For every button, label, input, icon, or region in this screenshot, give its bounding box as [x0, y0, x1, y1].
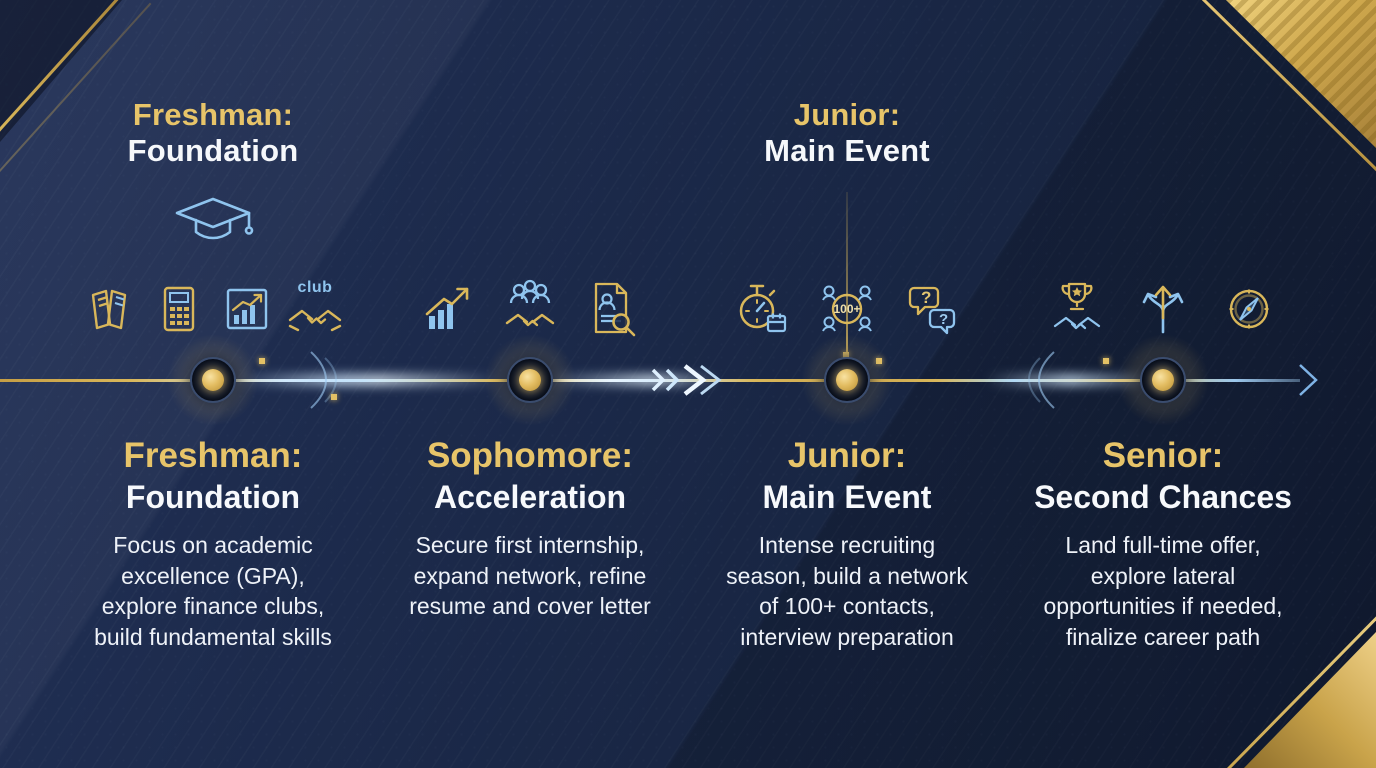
- stage-sophomore: Sophomore: Acceleration Secure first int…: [360, 436, 700, 622]
- timeline-dot: [331, 394, 337, 400]
- stage-description: Focus on academic excellence (GPA), expl…: [94, 532, 332, 651]
- top-label-junior: Junior: Main Event: [687, 97, 1007, 169]
- timeline-node-freshman: [190, 357, 236, 403]
- club-label: club: [297, 278, 333, 296]
- trophy-handshake-icon: [1046, 278, 1108, 340]
- timeline-node-senior: [1140, 357, 1186, 403]
- timeline-node-sophomore: [507, 357, 553, 403]
- stage-subtitle: Second Chances: [1034, 478, 1292, 515]
- graduation-cap-icon: [175, 197, 254, 240]
- club-badge-slot: club: [286, 279, 344, 340]
- club-handshake-icon: [286, 300, 344, 340]
- junior-connector-line: [846, 192, 848, 352]
- calculator-icon: [150, 280, 208, 338]
- node-core: [1152, 369, 1174, 391]
- swoosh-arc-right: [1028, 351, 1055, 409]
- contacts-network-icon: 100+: [816, 278, 878, 340]
- stage-description: Land full-time offer, explore lateral op…: [1043, 532, 1283, 651]
- timeline-dot: [843, 352, 849, 358]
- top-label-freshman: Freshman: Foundation: [53, 97, 373, 169]
- question-mark: ?: [921, 288, 932, 307]
- stage-title: Freshman:: [123, 436, 303, 475]
- resume-search-icon: [581, 278, 643, 340]
- timeline-dot: [876, 358, 882, 364]
- top-label-subtitle: Main Event: [764, 132, 930, 168]
- swoosh-arc-left: [310, 351, 337, 409]
- stage-description: Intense recruiting season, build a netwo…: [726, 532, 968, 651]
- timeline-dot: [1103, 358, 1109, 364]
- career-paths-icon: [1132, 278, 1194, 340]
- contacts-count-label: 100+: [833, 302, 861, 316]
- top-label-subtitle: Foundation: [127, 132, 299, 168]
- node-core: [836, 369, 858, 391]
- stage-icons-junior: 100+ ? ?: [687, 268, 1007, 350]
- stopwatch-calendar-icon: [730, 278, 792, 340]
- growth-chart-icon: [417, 278, 479, 340]
- stage-title: Senior:: [1102, 436, 1224, 475]
- stage-icons-freshman: club: [53, 268, 373, 350]
- timeline-end-arrow-icon: [1299, 364, 1318, 396]
- timeline-dot: [259, 358, 265, 364]
- stage-title: Sophomore:: [426, 436, 634, 475]
- compass-icon: [1218, 278, 1280, 340]
- books-icon: [82, 280, 140, 338]
- stage-icons-senior: [1003, 268, 1323, 350]
- bar-chart-icon: [218, 280, 276, 338]
- timeline-glow-segment: [985, 374, 1155, 386]
- node-core: [519, 369, 541, 391]
- stage-senior: Senior: Second Chances Land full-time of…: [993, 436, 1333, 653]
- question-mark: ?: [939, 311, 949, 328]
- stage-subtitle: Foundation: [125, 478, 301, 515]
- top-label-title: Junior:: [793, 97, 901, 132]
- question-bubbles-icon: ? ?: [902, 278, 964, 340]
- top-label-title: Freshman:: [132, 97, 294, 132]
- stage-icons-sophomore: [370, 268, 690, 350]
- timeline-chevrons-icon: [651, 364, 722, 396]
- stage-description: Secure first internship, expand network,…: [409, 532, 651, 620]
- stage-subtitle: Acceleration: [433, 478, 627, 515]
- stage-title: Junior:: [787, 436, 907, 475]
- network-handshake-icon: [499, 278, 561, 340]
- node-core: [202, 369, 224, 391]
- stage-junior: Junior: Main Event Intense recruiting se…: [677, 436, 1017, 653]
- stage-freshman: Freshman: Foundation Focus on academic e…: [43, 436, 383, 653]
- timeline-node-junior: [824, 357, 870, 403]
- stage-subtitle: Main Event: [762, 478, 932, 515]
- timeline-glow-segment: [235, 374, 500, 386]
